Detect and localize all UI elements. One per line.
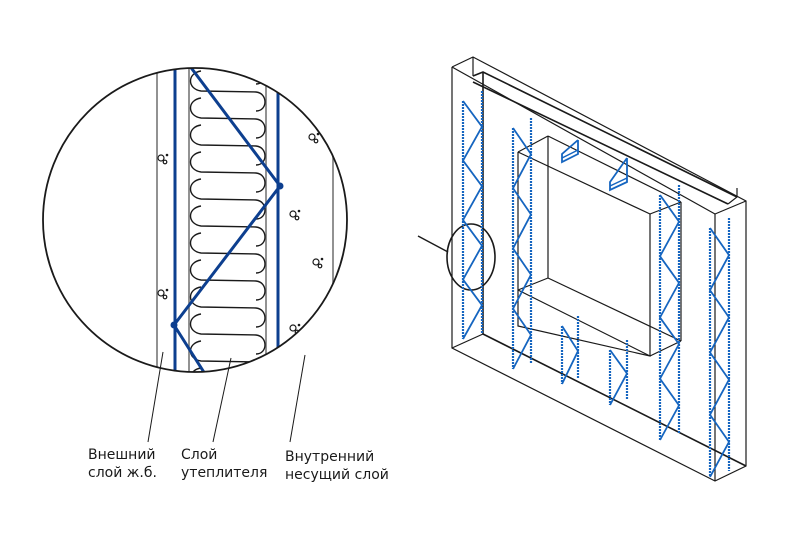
truss-window-right bbox=[658, 185, 681, 441]
aggregate-icon bbox=[157, 288, 169, 300]
aggregate-icon bbox=[312, 257, 324, 269]
window-top-right bbox=[649, 201, 682, 215]
wall-panel-isometric bbox=[446, 56, 747, 482]
detail-marker-ellipse bbox=[446, 223, 496, 291]
label-line: Слой bbox=[181, 447, 218, 463]
inner-layer-top-lower bbox=[472, 81, 729, 205]
inner-layer-bottom-join bbox=[451, 333, 484, 349]
aggregate-icon bbox=[291, 82, 303, 94]
label-line: Внешний bbox=[88, 447, 156, 463]
window-bottom-right bbox=[649, 340, 682, 357]
aggregate-icon bbox=[289, 209, 301, 221]
truss-below-window-2 bbox=[608, 340, 629, 406]
weld-node bbox=[170, 321, 178, 329]
window-sill-front bbox=[517, 289, 651, 357]
weld-node bbox=[276, 182, 284, 190]
window-sill-back bbox=[547, 277, 682, 342]
detail-magnifier bbox=[42, 39, 348, 373]
section-layers bbox=[156, 39, 334, 372]
window-sill-join bbox=[517, 277, 549, 291]
truss-below-window-1 bbox=[560, 316, 580, 385]
label-inner-bearing-layer: Внутренний несущий слой bbox=[285, 448, 389, 484]
aggregate-icon bbox=[314, 39, 324, 49]
inner-layer-bottom bbox=[482, 333, 747, 467]
label-line: несущий слой bbox=[285, 467, 389, 483]
leader-insulation bbox=[212, 357, 232, 443]
anchor-bracket bbox=[561, 139, 579, 164]
reinforcement-trusses bbox=[461, 91, 731, 478]
anchor-bracket bbox=[609, 157, 628, 192]
label-line: Внутренний bbox=[285, 449, 375, 465]
truss-window-left bbox=[511, 118, 533, 370]
weld-node bbox=[171, 42, 178, 49]
panel-outline bbox=[451, 56, 747, 482]
diagonal-connector bbox=[172, 68, 282, 372]
window-top-back bbox=[517, 135, 549, 153]
label-insulation-layer: Слой утеплителя bbox=[181, 446, 267, 482]
top-step bbox=[727, 188, 738, 205]
aggregate-icon bbox=[308, 132, 320, 144]
label-line: слой ж.б. bbox=[88, 465, 157, 481]
aggregate-symbols bbox=[157, 39, 324, 335]
label-outer-layer: Внешний слой ж.б. bbox=[88, 446, 157, 482]
panel-right-top-edge bbox=[714, 200, 747, 215]
detail-circle bbox=[42, 67, 348, 373]
window-opening-front bbox=[517, 151, 651, 357]
truss-right-edge bbox=[708, 218, 731, 478]
panel-top-front-edge bbox=[451, 66, 716, 215]
label-line: утеплителя bbox=[181, 465, 268, 481]
insulation-pattern bbox=[189, 68, 266, 372]
aggregate-icon bbox=[157, 153, 169, 165]
truss-left-edge bbox=[461, 91, 484, 340]
window-top-back-edge bbox=[547, 135, 682, 203]
detail-connector bbox=[417, 235, 449, 253]
leader-outer bbox=[147, 351, 164, 443]
aggregate-icon bbox=[162, 68, 168, 69]
leader-inner bbox=[289, 354, 306, 443]
